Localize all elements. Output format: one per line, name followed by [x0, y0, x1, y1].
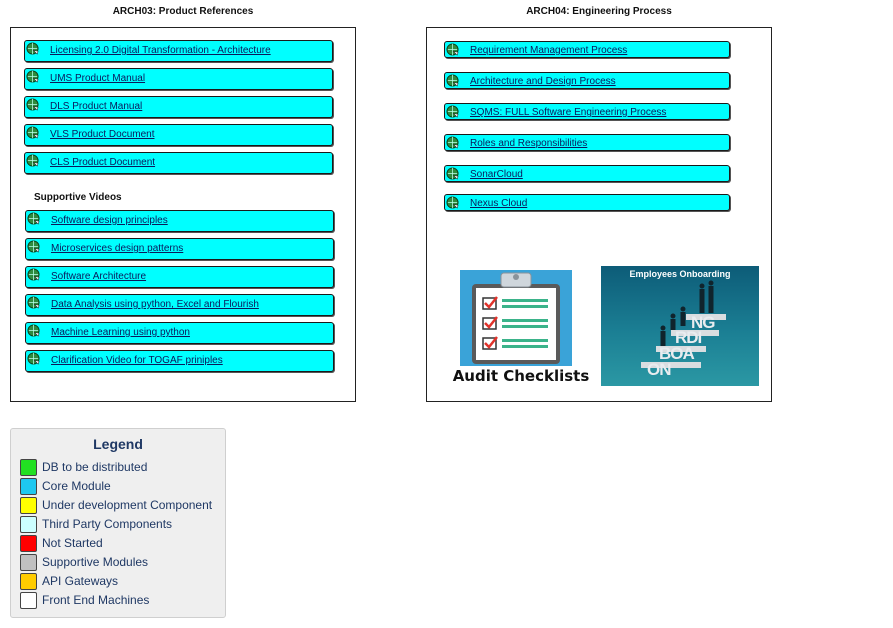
legend-label: Supportive Modules	[42, 555, 149, 569]
panel-title-product-references: ARCH03: Product References	[112, 6, 254, 17]
link-cls-document[interactable]: CLS Product Document	[24, 152, 333, 174]
link-label: UMS Product Manual	[50, 73, 146, 84]
globe-link-icon	[27, 352, 40, 365]
panel-title-engineering-process: ARCH04: Engineering Process	[526, 6, 672, 17]
onboarding-title: Employees Onboarding	[629, 269, 731, 279]
legend-swatch	[20, 516, 37, 533]
legend-label: DB to be distributed	[42, 460, 148, 474]
globe-link-icon	[446, 74, 459, 87]
link-ums-manual[interactable]: UMS Product Manual	[24, 68, 333, 90]
onboarding-letters-rdi: RDI	[675, 328, 702, 347]
link-label: Nexus Cloud	[470, 198, 528, 209]
link-label: SonarCloud	[470, 169, 523, 180]
link-video-microservices[interactable]: Microservices design patterns	[25, 238, 334, 260]
audit-checklists-caption: Audit Checklists	[452, 367, 590, 385]
globe-link-icon	[27, 268, 40, 281]
link-dls-manual[interactable]: DLS Product Manual	[24, 96, 333, 118]
onboarding-letters-on: ON	[647, 360, 671, 379]
audit-checklists-image[interactable]: Audit Checklists	[443, 267, 599, 385]
legend-swatch	[20, 573, 37, 590]
legend-title: Legend	[93, 436, 143, 452]
link-architecture-design[interactable]: Architecture and Design Process	[444, 72, 730, 89]
legend-swatch	[20, 459, 37, 476]
link-label: Machine Learning using python	[51, 327, 190, 338]
link-label: SQMS: FULL Software Engineering Process	[470, 107, 667, 118]
legend-label: Front End Machines	[42, 593, 150, 607]
link-video-machine-learning[interactable]: Machine Learning using python	[25, 322, 334, 344]
link-vls-document[interactable]: VLS Product Document	[24, 124, 333, 146]
legend-label: Not Started	[42, 536, 103, 550]
product-references-panel: Licensing 2.0 Digital Transformation - A…	[10, 27, 356, 402]
legend-swatch	[20, 535, 37, 552]
globe-link-icon	[27, 324, 40, 337]
legend-label: Third Party Components	[42, 517, 173, 531]
link-licensing-architecture[interactable]: Licensing 2.0 Digital Transformation - A…	[24, 40, 333, 62]
globe-link-icon	[446, 196, 459, 209]
link-label: Licensing 2.0 Digital Transformation - A…	[50, 45, 271, 56]
staircase-people-icon	[641, 280, 726, 368]
globe-link-icon	[27, 212, 40, 225]
link-sonarcloud[interactable]: SonarCloud	[444, 165, 730, 182]
link-label: DLS Product Manual	[50, 101, 143, 112]
globe-link-icon	[26, 98, 39, 111]
globe-link-icon	[26, 70, 39, 83]
globe-link-icon	[446, 136, 459, 149]
legend-swatch	[20, 592, 37, 609]
legend-panel: Legend DB to be distributed Core Module …	[10, 428, 226, 618]
link-label: Software Architecture	[51, 271, 147, 282]
link-requirement-management[interactable]: Requirement Management Process	[444, 41, 730, 58]
clipboard-checklist-icon	[460, 270, 572, 366]
link-label: Roles and Responsibilities	[470, 138, 588, 149]
globe-link-icon	[26, 154, 39, 167]
legend-label: API Gateways	[42, 574, 119, 588]
globe-link-icon	[446, 105, 459, 118]
link-label: Data Analysis using python, Excel and Fl…	[51, 299, 259, 310]
link-video-togaf[interactable]: Clarification Video for TOGAF priniples	[25, 350, 334, 372]
legend-swatch	[20, 554, 37, 571]
globe-link-icon	[446, 167, 459, 180]
supportive-videos-heading: Supportive Videos	[34, 192, 122, 203]
link-video-data-analysis[interactable]: Data Analysis using python, Excel and Fl…	[25, 294, 334, 316]
employees-onboarding-image[interactable]: Employees Onboarding NG RDI BOA ON	[601, 266, 759, 386]
link-label: Microservices design patterns	[51, 243, 184, 254]
link-label: CLS Product Document	[50, 157, 156, 168]
globe-link-icon	[27, 240, 40, 253]
onboarding-letters-ng: NG	[691, 313, 715, 332]
link-sqms-process[interactable]: SQMS: FULL Software Engineering Process	[444, 103, 730, 120]
link-label: Requirement Management Process	[470, 45, 628, 56]
legend-swatch	[20, 478, 37, 495]
link-video-software-architecture[interactable]: Software Architecture	[25, 266, 334, 288]
globe-link-icon	[27, 296, 40, 309]
link-video-design-principles[interactable]: Software design principles	[25, 210, 334, 232]
link-label: VLS Product Document	[50, 129, 155, 140]
legend-label: Under development Component	[42, 498, 213, 512]
globe-link-icon	[26, 42, 39, 55]
link-label: Clarification Video for TOGAF priniples	[51, 355, 223, 366]
engineering-process-panel: Requirement Management Process Architect…	[426, 27, 772, 402]
link-label: Architecture and Design Process	[470, 76, 616, 87]
legend-label: Core Module	[42, 479, 111, 493]
globe-link-icon	[446, 43, 459, 56]
link-roles-responsibilities[interactable]: Roles and Responsibilities	[444, 134, 730, 151]
globe-link-icon	[26, 126, 39, 139]
onboarding-letters-boa: BOA	[659, 344, 695, 363]
link-label: Software design principles	[51, 215, 168, 226]
link-nexus-cloud[interactable]: Nexus Cloud	[444, 194, 730, 211]
legend-swatch	[20, 497, 37, 514]
